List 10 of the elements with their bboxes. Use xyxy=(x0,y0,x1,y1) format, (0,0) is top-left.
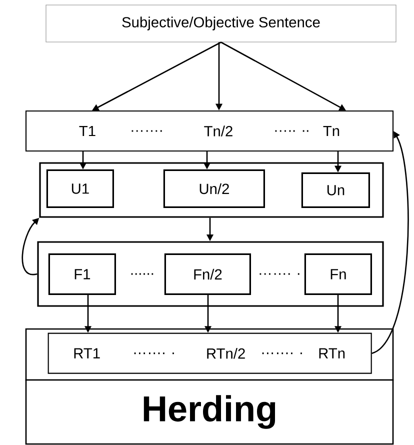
result-band: RT1 ……. . RTn/2 ……. . RTn xyxy=(48,332,372,374)
herding-box: Herding xyxy=(25,379,394,445)
token-band: T1 ……. Tn/2 ….. .. Tn xyxy=(25,110,394,152)
feature-box: F1 xyxy=(48,253,116,295)
feature-box: Fn/2 xyxy=(164,253,251,295)
sentence-box: Subjective/Objective Sentence xyxy=(46,4,396,42)
unit-box: U1 xyxy=(46,169,114,208)
feature-box: Fn xyxy=(304,253,372,295)
unit-box: Un xyxy=(301,172,370,208)
unit-box: Un/2 xyxy=(163,169,265,208)
